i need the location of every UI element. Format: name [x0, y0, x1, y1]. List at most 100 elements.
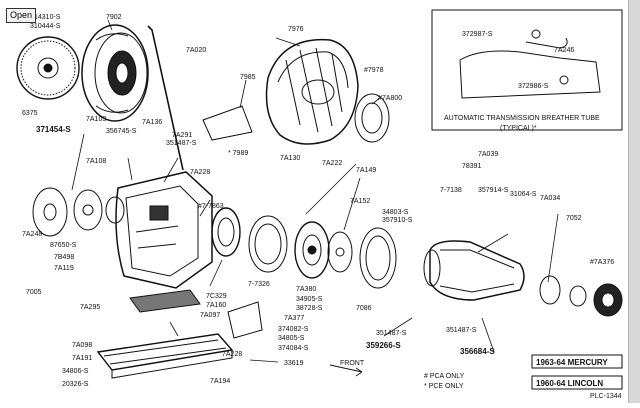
label-357914: 357914-S — [478, 187, 509, 194]
leader-lines — [71, 19, 559, 363]
oil-pan — [96, 333, 234, 379]
open-button[interactable]: Open — [6, 8, 37, 23]
label-7a136: 7A136 — [142, 119, 162, 126]
mercury-box — [531, 354, 623, 369]
lincoln-box — [531, 375, 623, 390]
label-357910: 357910-S — [382, 217, 413, 224]
transmission-exploded-diagram: 14310-S 310444-S 7902 6375 371454-S 7A02… — [16, 9, 623, 400]
label-7976: 7976 — [288, 26, 304, 33]
legend-pce: * PCE ONLY — [424, 383, 464, 390]
vertical-scrollbar[interactable] — [628, 0, 640, 403]
label-7a228a: 7A228 — [190, 169, 210, 176]
label-7a034: 7A034 — [540, 195, 560, 202]
label-34803: 34803-S — [382, 209, 409, 216]
label-372987: 372987-S — [462, 31, 493, 38]
label-7a222: 7A222 — [322, 160, 342, 167]
label-7a248: 7A248 — [22, 231, 42, 238]
label-7a020: 7A020 — [186, 47, 206, 54]
label-356684: 356684-S — [460, 347, 495, 356]
label-7a380: 7A380 — [296, 286, 316, 293]
label-7a152: 7A152 — [350, 198, 370, 205]
front-arrow — [329, 364, 363, 377]
label-351487a: 351487-S — [166, 140, 197, 147]
label-38728: 38728-S — [296, 305, 323, 312]
label-374082: 374082-S — [278, 326, 309, 333]
filler-tube — [147, 25, 184, 171]
label-374084: 374084-S — [278, 345, 309, 352]
flywheel-ring — [16, 36, 80, 100]
label-7a295: 7A295 — [80, 304, 100, 311]
converter-housing — [265, 38, 359, 145]
front-pump-gear — [73, 189, 103, 231]
governor-plate — [327, 231, 353, 273]
torque-converter — [81, 24, 149, 122]
label-351487c: 351487-S — [446, 327, 477, 334]
pump-housing — [211, 207, 241, 257]
label-356745: 356745-S — [106, 128, 137, 135]
model-mercury: 1963-64 MERCURY — [536, 358, 608, 367]
valve-body — [227, 301, 263, 339]
label-7a149: 7A149 — [356, 167, 376, 174]
label-7a119: 7A119 — [54, 265, 74, 272]
label-7a194: 7A194 — [210, 378, 230, 385]
label-7a291: 7A291 — [172, 132, 192, 139]
label-34805: 34805-S — [278, 335, 305, 342]
breather-caption-2: (TYPICAL)* — [500, 125, 537, 132]
oil-screen — [129, 289, 201, 313]
part-labels: 14310-S 310444-S 7902 6375 371454-S 7A02… — [22, 14, 622, 400]
label-7a191: 7A191 — [72, 355, 92, 362]
label-7a097: 7A097 — [200, 312, 220, 319]
yoke-seal — [539, 275, 587, 307]
label-7052: 7052 — [566, 215, 582, 222]
label-34806: 34806-S — [62, 368, 89, 375]
rear-pump-gasket — [248, 215, 288, 273]
label-7b498: 7B498 — [54, 254, 74, 261]
plate-number: PLC-1344 — [590, 393, 622, 400]
label-351487b: 351487-S — [376, 330, 407, 337]
label-7978: #7978 — [364, 67, 384, 74]
label-78391: 78391 — [462, 163, 482, 170]
seal-ring — [105, 196, 125, 224]
label-6375: 6375 — [22, 110, 38, 117]
label-front: FRONT — [340, 360, 365, 367]
label-7a800: #7A800 — [378, 95, 402, 102]
label-7902: 7902 — [106, 14, 122, 21]
label-33619: 33619 — [284, 360, 304, 367]
label-7a098: 7A098 — [72, 342, 92, 349]
label-7a160: 7A160 — [206, 302, 226, 309]
label-7a228b: 7A228 — [222, 351, 242, 358]
label-7985: 7985 — [240, 74, 256, 81]
label-7c329: 7C329 — [206, 293, 227, 300]
label-371454: 371454-S — [36, 125, 71, 134]
label-7a130: 7A130 — [280, 155, 300, 162]
label-7a108: 7A108 — [86, 158, 106, 165]
breather-inset — [431, 9, 623, 131]
label-310444: 310444-S — [30, 23, 61, 30]
extension-housing — [423, 240, 525, 301]
label-31064: 31064-S — [510, 191, 537, 198]
pump-gasket — [354, 93, 390, 143]
legend-pca: # PCA ONLY — [424, 373, 465, 380]
label-87650: 87650-S — [50, 242, 77, 249]
label-7863: #7-7863 — [198, 203, 224, 210]
front-plate — [32, 187, 68, 237]
transmission-case — [115, 171, 213, 289]
label-7326: 7-7326 — [248, 281, 270, 288]
label-372986: 372986-S — [518, 83, 549, 90]
label-7a376: #7A376 — [590, 259, 614, 266]
label-14310: 14310-S — [34, 14, 61, 21]
model-lincoln: 1960-64 LINCOLN — [536, 379, 603, 388]
rear-mount — [593, 283, 623, 317]
label-7005: 7005 — [26, 289, 42, 296]
label-34905: 34905-S — [296, 296, 323, 303]
label-7086: 7086 — [356, 305, 372, 312]
housing-plate — [202, 105, 253, 141]
label-7a377: 7A377 — [284, 315, 304, 322]
label-7a246: 7A246 — [554, 47, 574, 54]
label-359266: 359266-S — [366, 341, 401, 350]
label-7138: 7-7138 — [440, 187, 462, 194]
extension-gasket — [359, 227, 397, 289]
label-7a039: 7A039 — [478, 151, 498, 158]
label-7989: * 7989 — [228, 150, 248, 157]
